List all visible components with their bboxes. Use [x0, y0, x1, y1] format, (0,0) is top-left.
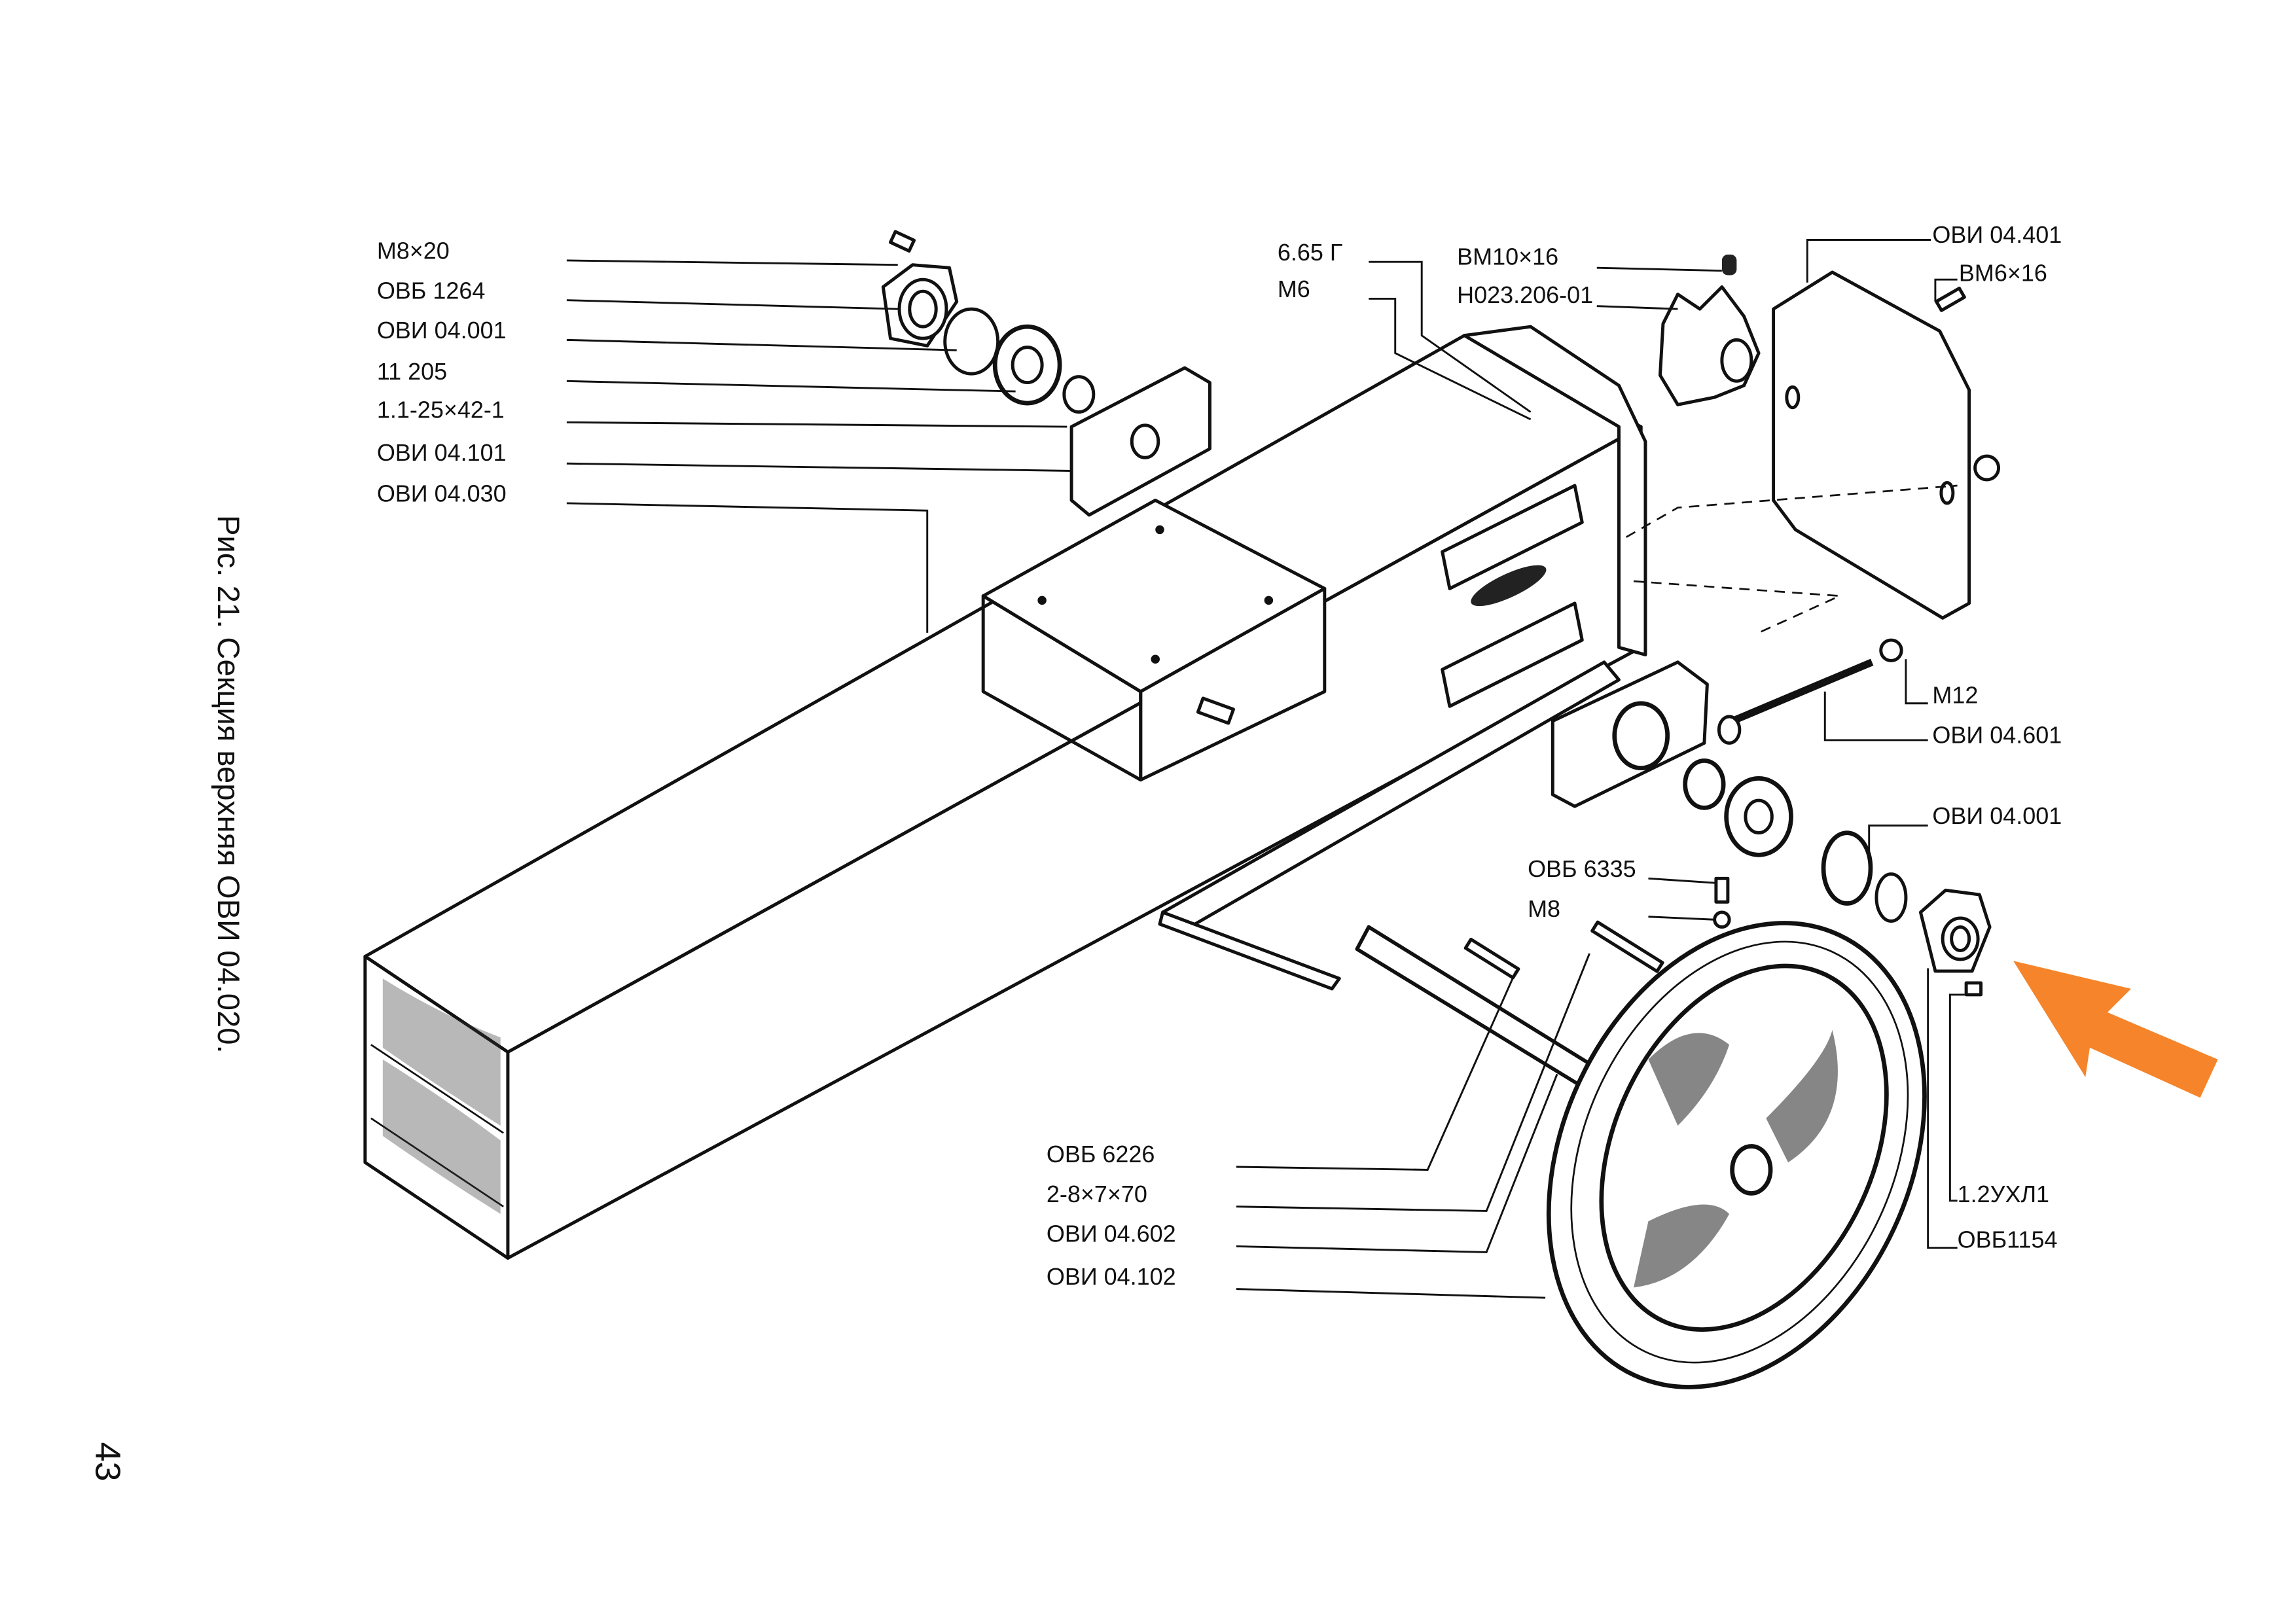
label-11205: 11 205 [377, 358, 447, 385]
label-vm6x16: ВМ6×16 [1959, 259, 2047, 286]
label-m12: М12 [1932, 682, 1978, 709]
label-1-2uhl1: 1.2УХЛ1 [1958, 1181, 2049, 1207]
sprocket-and-cover [1626, 254, 2001, 634]
page-number: 43 [88, 1442, 127, 1481]
label-ovi-04-001-right: ОВИ 04.001 [1932, 802, 2062, 829]
label-n023-206-01: Н023.206-01 [1457, 281, 1593, 308]
label-ovb1154: ОВБ1154 [1958, 1226, 2058, 1253]
label-ovi-04-001: ОВИ 04.001 [377, 317, 507, 344]
label-ovb-1264: ОВБ 1264 [377, 277, 486, 304]
label-ovi-04-401: ОВИ 04.401 [1932, 221, 2062, 248]
bearing-group-top [881, 230, 1211, 517]
labels-left: М8×20 ОВБ 1264 ОВИ 04.001 11 205 1.1-25×… [377, 238, 507, 507]
figure-caption: Рис. 21. Секция верхняя ОВИ 04.020. [211, 515, 245, 1054]
bearing-housing-right [1551, 638, 1992, 997]
label-vm10x16: ВМ10×16 [1457, 243, 1558, 270]
label-m8: М8 [1528, 895, 1560, 922]
label-ovi-04-101: ОВИ 04.101 [377, 439, 507, 466]
label-ovi-04-601: ОВИ 04.601 [1932, 721, 2062, 748]
label-1-1-25x42-1: 1.1-25×42-1 [377, 397, 505, 423]
labels-bottom: ОВБ 6226 2-8×7×70 ОВИ 04.602 ОВИ 04.102 [1047, 1141, 1176, 1290]
label-ovi-04-030: ОВИ 04.030 [377, 480, 507, 507]
labels-top: 6.65 Г М6 ВМ10×16 Н023.206-01 [1278, 239, 1593, 308]
label-m6: М6 [1278, 276, 1310, 302]
label-m8x20: М8×20 [377, 238, 450, 264]
beam-section [363, 325, 1647, 1260]
label-6-65g: 6.65 Г [1278, 239, 1342, 266]
highlight-arrow [2013, 961, 2218, 1098]
labels-middle: ОВБ 6335 М8 [1528, 855, 1636, 922]
label-ovb-6335: ОВБ 6335 [1528, 855, 1636, 882]
leader-lines [566, 239, 1973, 1299]
label-ovb-6226: ОВБ 6226 [1047, 1141, 1155, 1168]
labels-right: ОВИ 04.401 ВМ6×16 М12 ОВИ 04.601 ОВИ 04.… [1932, 221, 2062, 1253]
shaft-and-pulley [1355, 920, 1927, 1389]
label-2-8x7x70: 2-8×7×70 [1047, 1181, 1147, 1207]
label-ovi-04-602: ОВИ 04.602 [1047, 1221, 1176, 1247]
label-ovi-04-102: ОВИ 04.102 [1047, 1263, 1176, 1290]
